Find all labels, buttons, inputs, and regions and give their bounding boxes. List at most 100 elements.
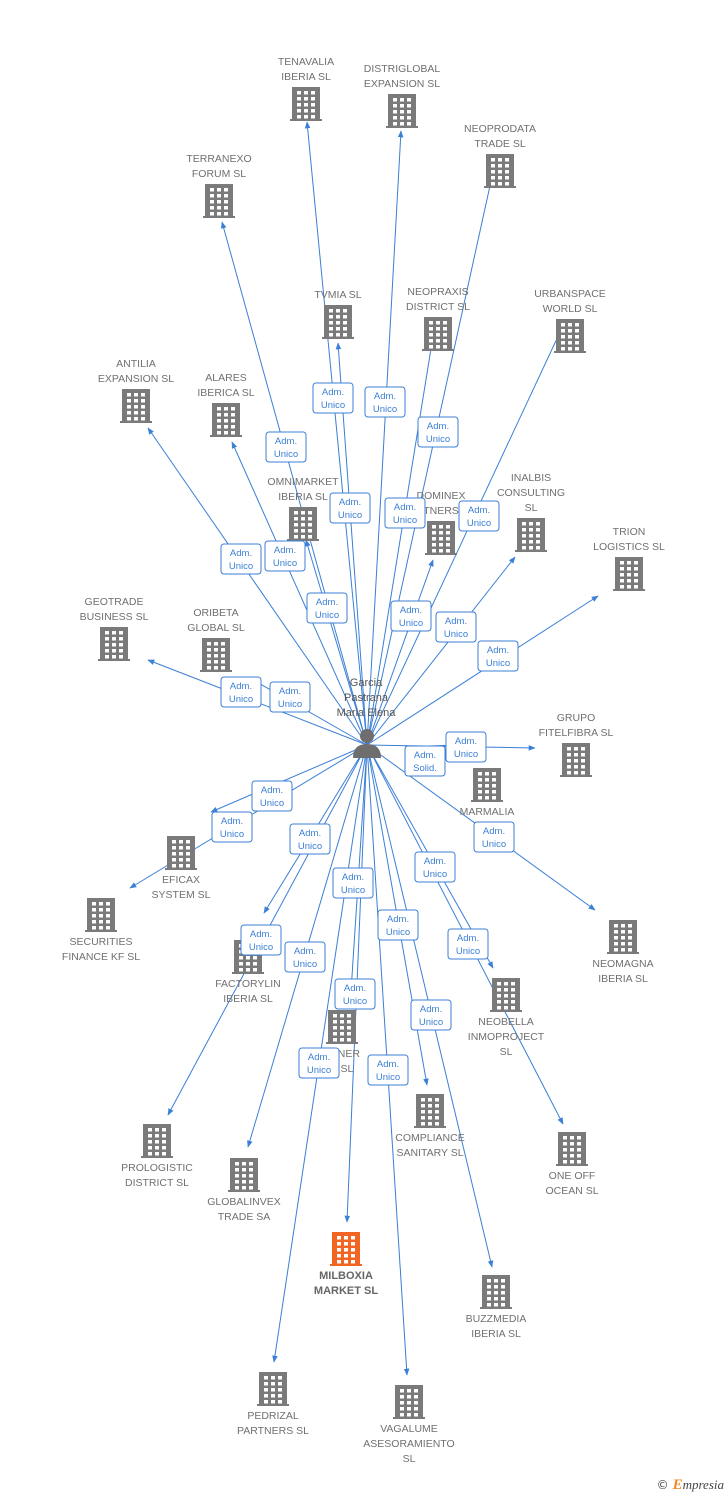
badge-text: Adm. bbox=[400, 605, 422, 616]
role-badge-milboxia[interactable]: Adm.Unico bbox=[334, 978, 376, 1010]
role-badge-grupo[interactable]: Adm.Unico bbox=[445, 731, 487, 763]
role-badge-prologistic[interactable]: Adm.Unico bbox=[240, 924, 282, 956]
badge-text: Unico bbox=[456, 946, 480, 957]
role-badge-vagalume[interactable]: Adm.Unico bbox=[367, 1054, 409, 1086]
building-icon bbox=[386, 94, 418, 128]
company-node-tvmia[interactable]: TVMIA SL bbox=[314, 289, 362, 339]
role-badge-dominex[interactable]: Adm.Unico bbox=[390, 600, 432, 632]
role-badge-pedrizal[interactable]: Adm.Unico bbox=[298, 1047, 340, 1079]
role-badge-factorylin[interactable]: Adm.Unico bbox=[289, 823, 331, 855]
badge-text: Adm. bbox=[339, 497, 361, 508]
company-label: DOMINEX bbox=[416, 490, 465, 502]
badge-text: Adm. bbox=[420, 1004, 442, 1015]
badge-text: Unico bbox=[273, 558, 297, 569]
role-badge-neoprodata[interactable]: Adm.Unico bbox=[417, 416, 459, 448]
role-badge-antilia[interactable]: Adm.Unico bbox=[220, 543, 262, 575]
badge-text: Unico bbox=[229, 561, 253, 572]
company-label: GLOBAL SL bbox=[187, 622, 245, 634]
edge-tenavalia bbox=[304, 121, 368, 746]
company-label: GRUPO bbox=[557, 712, 596, 724]
person-name: Pastrana bbox=[344, 692, 389, 704]
edge-neoprodata bbox=[366, 162, 497, 746]
company-label: TVMIA SL bbox=[314, 289, 361, 301]
badge-text: Unico bbox=[393, 515, 417, 526]
role-badge-geotrade[interactable]: Adm.Unico bbox=[220, 676, 262, 708]
company-label: TENAVALIA bbox=[278, 56, 334, 68]
badge-text: Unico bbox=[293, 959, 317, 970]
badge-text: Adm. bbox=[468, 505, 490, 516]
role-badge-tvmia[interactable]: Adm.Unico bbox=[329, 492, 371, 524]
copyright-symbol: © bbox=[656, 1478, 669, 1492]
building-icon bbox=[414, 1094, 446, 1128]
company-label: LOGISTICS SL bbox=[593, 541, 665, 553]
role-badge-marmalia[interactable]: Adm.Solid. bbox=[404, 745, 446, 777]
role-badge-alares[interactable]: Adm.Unico bbox=[264, 540, 306, 572]
badges-layer: Adm.UnicoAdm.UnicoAdm.UnicoAdm.UnicoAdm.… bbox=[211, 382, 519, 1086]
role-badge-neobella[interactable]: Adm.Unico bbox=[414, 851, 456, 883]
badge-text: Unico bbox=[373, 404, 397, 415]
role-badge-eficax[interactable]: Adm.Unico bbox=[251, 780, 293, 812]
role-badge-compliance[interactable]: Adm.Unico bbox=[377, 909, 419, 941]
role-badge-oribeta[interactable]: Adm.Unico bbox=[269, 681, 311, 713]
badge-text: Unico bbox=[386, 927, 410, 938]
badge-text: Adm. bbox=[261, 785, 283, 796]
company-label: NEOPRAXIS bbox=[407, 286, 468, 298]
role-badge-tenavalia[interactable]: Adm.Unico bbox=[312, 382, 354, 414]
company-label: SL bbox=[500, 1046, 513, 1058]
role-badge-inalbis[interactable]: Adm.Unico bbox=[435, 611, 477, 643]
badge-text: Adm. bbox=[308, 1052, 330, 1063]
company-label: ONE OFF bbox=[549, 1170, 596, 1182]
badge-text: Unico bbox=[249, 942, 273, 953]
role-badge-globalinvex[interactable]: Adm.Unico bbox=[284, 941, 326, 973]
role-badge-terranexo[interactable]: Adm.Unico bbox=[265, 431, 307, 463]
building-icon bbox=[203, 184, 235, 218]
role-badge-buzzmedia[interactable]: Adm.Unico bbox=[410, 999, 452, 1031]
company-label: ALARES bbox=[205, 372, 246, 384]
role-badge-securities[interactable]: Adm.Unico bbox=[211, 811, 253, 843]
company-label: PROLOGISTIC bbox=[121, 1162, 193, 1174]
role-badge-partner[interactable]: Adm.Unico bbox=[332, 867, 374, 899]
edge-antilia bbox=[147, 427, 368, 746]
building-icon bbox=[322, 305, 354, 339]
role-badge-neomagna[interactable]: Adm.Unico bbox=[473, 821, 515, 853]
badge-text: Unico bbox=[229, 694, 253, 705]
role-badge-neopraxis[interactable]: Adm.Unico bbox=[384, 497, 426, 529]
badge-text: Adm. bbox=[316, 597, 338, 608]
role-badge-oneoff[interactable]: Adm.Unico bbox=[447, 928, 489, 960]
role-badge-distriglobal[interactable]: Adm.Unico bbox=[364, 386, 406, 418]
role-badge-trion[interactable]: Adm.Unico bbox=[477, 640, 519, 672]
role-badge-urbanspace[interactable]: Adm.Unico bbox=[458, 500, 500, 532]
role-badge-omnimarket[interactable]: Adm. Unico bbox=[306, 592, 348, 624]
badge-text: Unico bbox=[315, 610, 339, 621]
